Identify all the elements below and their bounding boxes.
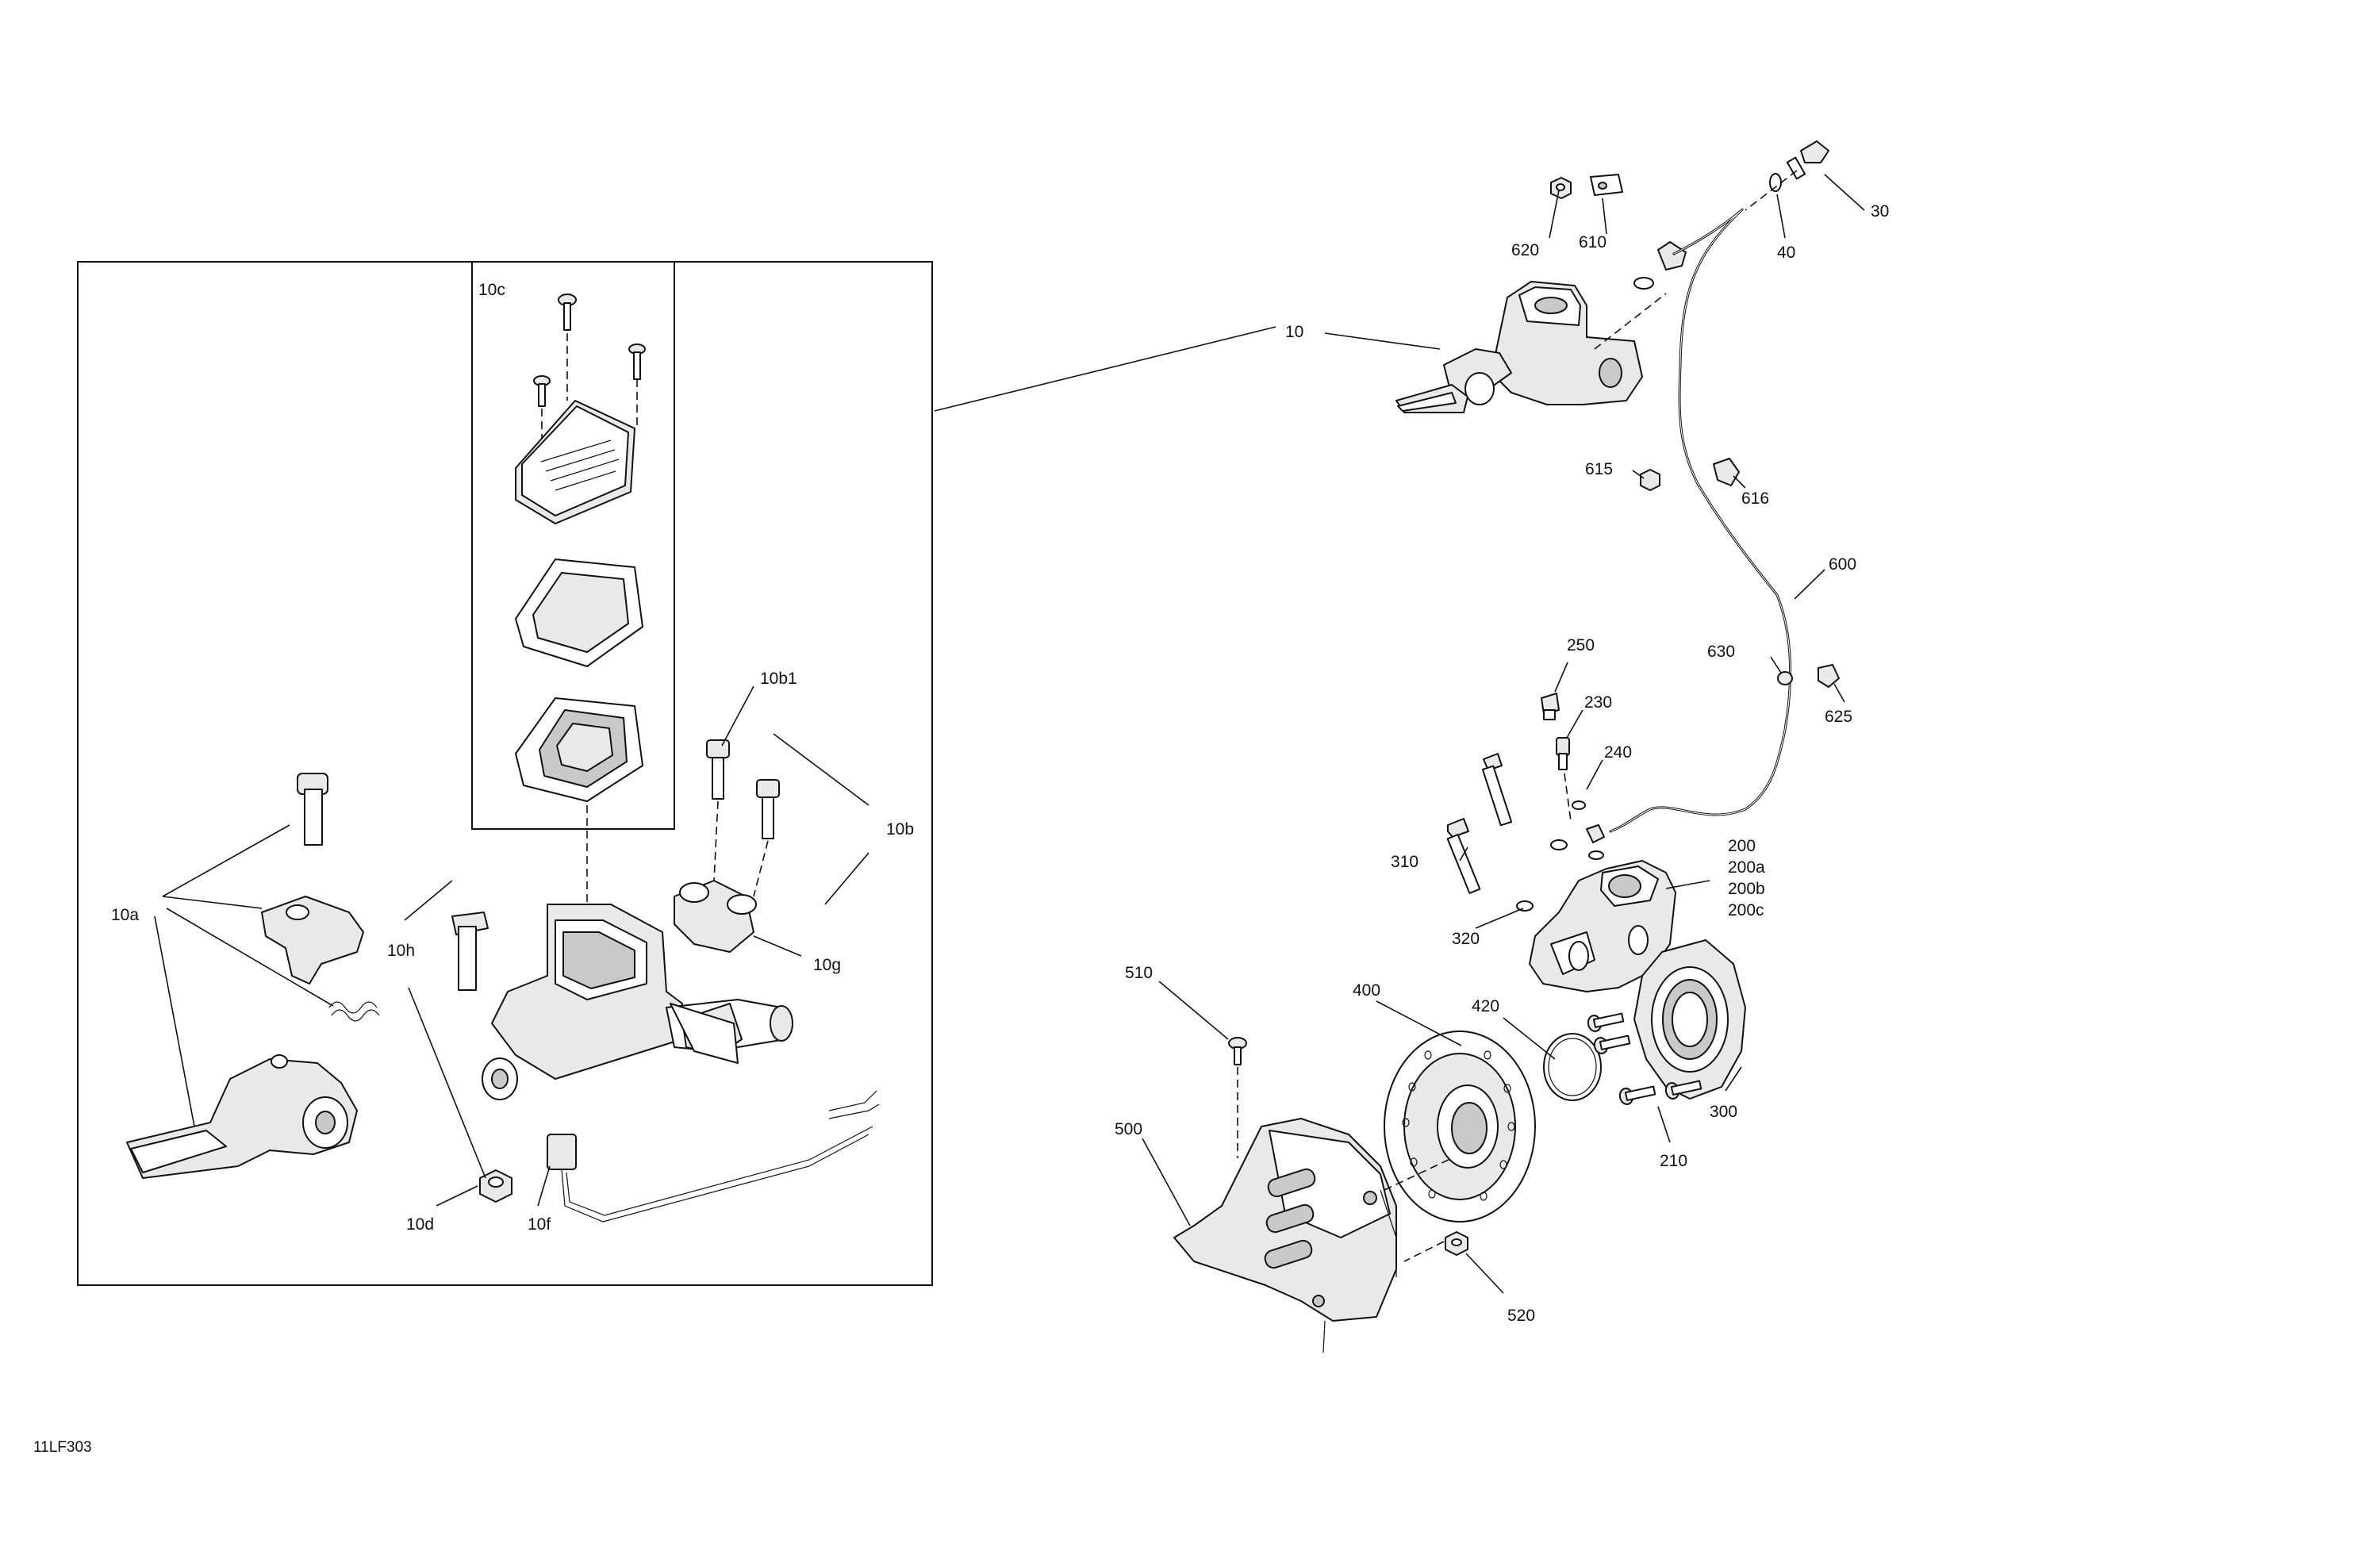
label-230: 230	[1584, 693, 1612, 712]
caliper-bolt-long	[1481, 753, 1513, 827]
washer-40	[1769, 173, 1782, 192]
cover-screws	[533, 294, 646, 444]
nut-520	[1445, 1231, 1468, 1256]
lever-bolt	[297, 773, 328, 846]
label-620: 620	[1511, 241, 1539, 259]
label-200b: 200b	[1728, 880, 1765, 898]
nut-615	[1640, 469, 1660, 491]
label-300: 300	[1710, 1103, 1737, 1121]
brake-light-switch	[547, 1090, 880, 1223]
label-510: 510	[1125, 964, 1153, 982]
label-630: 630	[1707, 643, 1735, 661]
banjo-bolt-axis	[1745, 170, 1798, 211]
leader-lines	[154, 174, 1865, 1294]
label-610: 610	[1579, 233, 1606, 251]
detail-callout-line	[934, 326, 1276, 412]
label-600: 600	[1829, 555, 1856, 574]
screw-510	[1228, 1037, 1247, 1065]
bleeder-cap-250	[1541, 693, 1560, 720]
nut-520-axis	[1403, 1241, 1445, 1262]
disc-guard	[1173, 1118, 1397, 1353]
cover-diaphragm	[515, 697, 643, 802]
label-210: 210	[1660, 1152, 1687, 1170]
label-10b: 10b	[886, 820, 914, 839]
label-520: 520	[1507, 1307, 1535, 1325]
nut-620	[1550, 177, 1572, 199]
label-10c: 10c	[478, 281, 505, 299]
bleeder-axis	[1564, 773, 1572, 822]
handlebar-clamp	[670, 880, 757, 1064]
banjo-fitting-upper	[1657, 241, 1687, 271]
label-616: 616	[1741, 489, 1769, 508]
brake-hose	[1609, 208, 1792, 833]
lever-bracket	[261, 896, 364, 985]
cover-plate	[515, 558, 643, 667]
banjo-axis	[1594, 293, 1667, 350]
label-200c: 200c	[1728, 901, 1764, 919]
part-labels: 10 620 610 30 40 615 616 600 630 625 250…	[33, 202, 1889, 1456]
brake-disc	[1384, 1031, 1536, 1223]
mount-bolts-210	[1587, 1012, 1702, 1105]
label-10h: 10h	[387, 942, 415, 960]
reservoir-cover-subframe	[471, 261, 675, 830]
label-10b1: 10b1	[760, 670, 797, 688]
clip-616	[1713, 458, 1740, 486]
bleeder-screw-230	[1556, 737, 1570, 770]
label-10a: 10a	[111, 906, 139, 924]
clamp-bolts	[706, 739, 780, 897]
label-250: 250	[1567, 636, 1595, 654]
caliper-bracket-300	[1633, 939, 1746, 1100]
reference-code: 11LF303	[33, 1439, 92, 1456]
pivot-bolt	[451, 912, 489, 991]
label-10g: 10g	[813, 956, 841, 974]
label-10d: 10d	[406, 1215, 434, 1234]
clip-625	[1818, 664, 1840, 688]
label-10: 10	[1285, 323, 1303, 341]
label-615: 615	[1585, 460, 1613, 478]
banjo-240	[1572, 800, 1605, 860]
clip-610	[1590, 174, 1623, 196]
label-200: 200	[1728, 837, 1756, 855]
label-500: 500	[1115, 1120, 1142, 1138]
banjo-bolt-30	[1786, 140, 1829, 180]
reservoir-cover	[515, 400, 635, 524]
master-cylinder-assembly	[1395, 281, 1643, 413]
label-400: 400	[1353, 981, 1380, 1000]
label-240: 240	[1604, 743, 1632, 762]
nut-10d	[479, 1169, 512, 1203]
label-40: 40	[1777, 244, 1795, 262]
label-310: 310	[1391, 853, 1418, 871]
brake-lever	[126, 1054, 358, 1179]
caliper-bolt-310	[1446, 818, 1481, 894]
o-ring-420	[1543, 1033, 1602, 1101]
washer-630	[1777, 671, 1793, 685]
washer-upper	[1633, 277, 1654, 290]
label-320: 320	[1452, 930, 1480, 948]
label-10f: 10f	[528, 1215, 551, 1234]
label-200a: 200a	[1728, 858, 1765, 877]
return-spring	[328, 1001, 380, 1022]
label-30: 30	[1871, 202, 1889, 221]
label-625: 625	[1825, 708, 1852, 726]
label-420: 420	[1472, 997, 1499, 1015]
bushings	[1516, 839, 1568, 912]
brake-caliper	[1529, 860, 1676, 992]
